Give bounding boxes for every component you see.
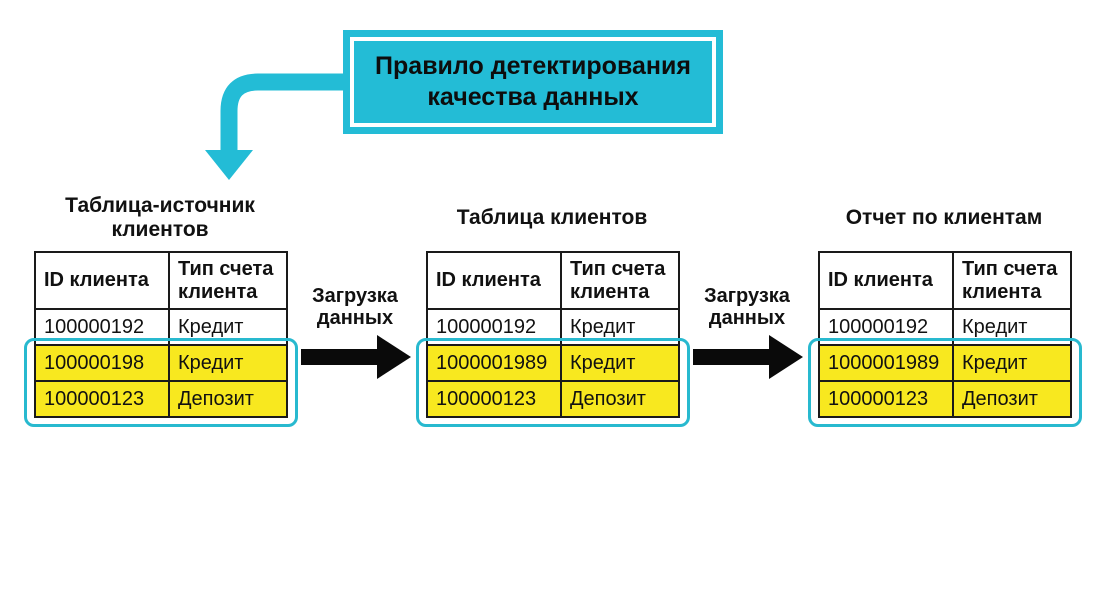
table-header-row: ID клиента Тип счета клиента	[34, 251, 288, 310]
report-table: ID клиента Тип счета клиента 100000192 К…	[818, 251, 1072, 418]
column-header-account-type: Тип счета клиента	[952, 251, 1072, 310]
rule-connector-arrowhead	[205, 150, 253, 180]
cell-client-id: 100000192	[426, 308, 562, 346]
column-header-account-type: Тип счета клиента	[168, 251, 288, 310]
table-row-highlighted: 100000123 Депозит	[426, 380, 680, 418]
quality-rule-box: Правило детектирования качества данных	[343, 30, 723, 134]
load-data-label-2: Загрузка данных	[704, 285, 790, 329]
table-row: 100000192 Кредит	[818, 308, 1072, 346]
highlight-frame-source	[24, 338, 298, 427]
clients-table: ID клиента Тип счета клиента 100000192 К…	[426, 251, 680, 418]
cell-client-id: 100000123	[818, 380, 954, 418]
table-row-highlighted: 100000198 Кредит	[34, 344, 288, 382]
cell-account-type: Депозит	[168, 380, 288, 418]
source-table-title: Таблица-источник клиентов	[65, 194, 255, 241]
transfer-arrow-2	[693, 335, 803, 379]
cell-account-type: Кредит	[952, 344, 1072, 382]
table-row-highlighted: 100000123 Депозит	[818, 380, 1072, 418]
quality-rule-text: Правило детектирования качества данных	[350, 37, 716, 127]
report-table-title: Отчет по клиентам	[845, 206, 1043, 229]
cell-client-id: 1000001989	[426, 344, 562, 382]
column-header-account-type: Тип счета клиента	[560, 251, 680, 310]
transfer-arrow-1	[301, 335, 411, 379]
column-header-id: ID клиента	[34, 251, 170, 310]
highlight-frame-report	[808, 338, 1082, 427]
load-data-label-1: Загрузка данных	[312, 285, 398, 329]
cell-account-type: Депозит	[952, 380, 1072, 418]
cell-account-type: Кредит	[560, 344, 680, 382]
clients-table-title: Таблица клиентов	[456, 206, 648, 229]
table-header-row: ID клиента Тип счета клиента	[426, 251, 680, 310]
column-header-id: ID клиента	[818, 251, 954, 310]
cell-client-id: 100000123	[34, 380, 170, 418]
table-row-highlighted: 100000123 Депозит	[34, 380, 288, 418]
cell-account-type: Депозит	[560, 380, 680, 418]
table-row-highlighted: 1000001989 Кредит	[818, 344, 1072, 382]
cell-account-type: Кредит	[168, 344, 288, 382]
rule-connector-line	[220, 73, 345, 152]
highlight-frame-clients	[416, 338, 690, 427]
cell-client-id: 100000198	[34, 344, 170, 382]
table-row-highlighted: 1000001989 Кредит	[426, 344, 680, 382]
cell-client-id: 100000123	[426, 380, 562, 418]
column-header-id: ID клиента	[426, 251, 562, 310]
table-header-row: ID клиента Тип счета клиента	[818, 251, 1072, 310]
cell-client-id: 1000001989	[818, 344, 954, 382]
